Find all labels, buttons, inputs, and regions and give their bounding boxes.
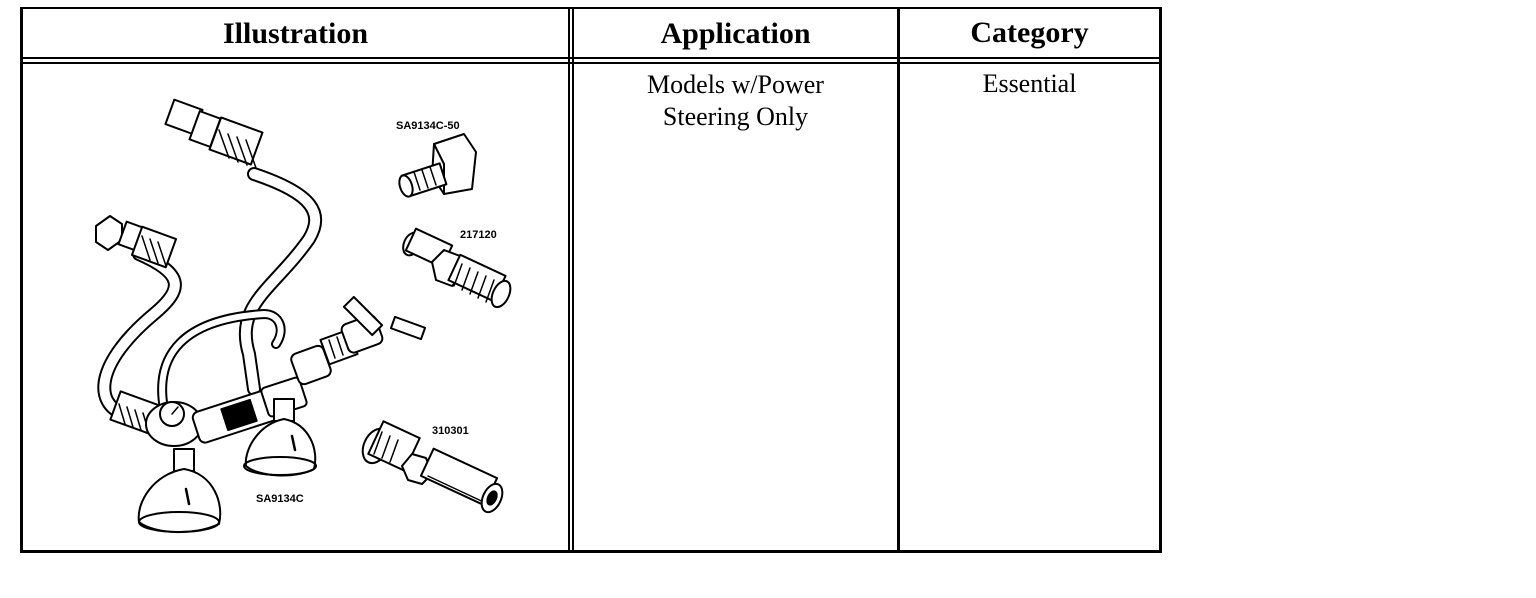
tool-table: Illustration Application Category Models… [20,7,1162,553]
label-extension-adapter: 310301 [432,425,469,437]
shutoff-valve [290,295,427,386]
left-hose-fitting [95,215,178,269]
header-divider-a [20,57,1162,59]
header-application: Application [660,17,811,50]
table-border-top [20,7,1162,9]
table-border-bottom [20,550,1162,553]
header-illustration: Illustration [222,17,369,50]
stand-right [243,398,317,477]
table-border-right [1159,7,1162,553]
column-divider-1b [572,7,574,553]
column-divider-2 [897,7,900,553]
column-divider-1a [568,7,570,553]
upper-hose-fitting [164,98,264,169]
header-divider-b [20,62,1162,64]
stand-left [137,448,222,533]
elbow-adapter-part [398,133,477,198]
category-cell: Essential [982,69,1077,98]
application-cell: Models w/Power Steering Only [574,69,897,133]
tool-illustration: SA9134C-50 217120 310301 SA9134C [95,98,512,533]
application-line-1: Models w/Power [647,70,824,99]
label-straight-adapter: 217120 [460,229,497,241]
table-border-left [20,7,23,553]
label-elbow-adapter: SA9134C-50 [396,120,460,132]
application-line-2: Steering Only [662,102,809,131]
extension-adapter-part [361,420,504,514]
straight-adapter-part [402,227,512,309]
label-gauge-assembly: SA9134C [256,493,304,505]
header-category: Category [970,16,1089,49]
